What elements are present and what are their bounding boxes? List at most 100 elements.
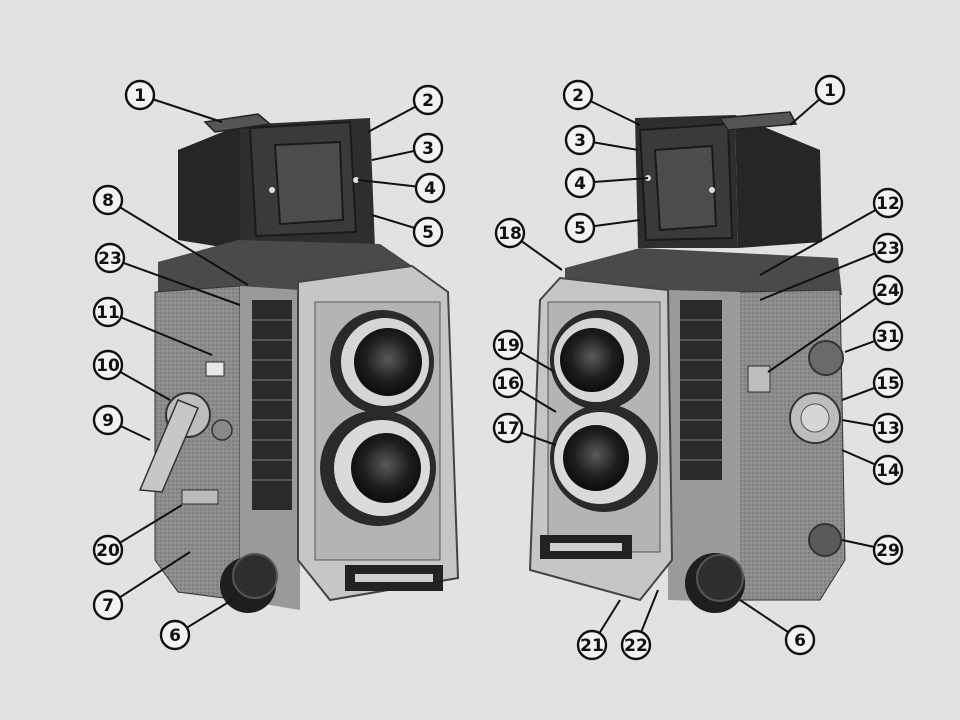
left-callout-ring [92, 296, 124, 328]
right-callout-leader [841, 539, 875, 549]
right-callout-number: 16 [496, 374, 520, 394]
left-callout-number: 10 [96, 356, 120, 376]
right-callout: 29 [841, 534, 904, 566]
right-bellows [680, 300, 722, 480]
right-taking-lens [563, 425, 629, 491]
right-callout-number: 3 [574, 131, 586, 151]
right-camera [528, 111, 846, 613]
right-callout-number: 24 [876, 281, 900, 301]
right-callout-ring [620, 629, 652, 661]
left-callout-ring [124, 79, 156, 111]
left-hood-side [178, 125, 240, 250]
left-callout: 4 [357, 172, 446, 204]
left-callout-ring [412, 132, 444, 164]
left-callout-number: 7 [102, 596, 114, 616]
left-callout: 23 [94, 242, 241, 306]
left-callout-leader [152, 98, 223, 123]
left-callout: 5 [371, 214, 444, 248]
right-callout-leader [520, 240, 563, 271]
right-callout: 14 [841, 449, 904, 486]
right-callout-leader [519, 389, 557, 413]
left-callout: 6 [159, 599, 233, 651]
right-callout-leader [593, 141, 639, 151]
left-hood-stud-left [269, 187, 275, 193]
left-callout-number: 6 [169, 626, 181, 646]
right-callout: 5 [564, 212, 641, 244]
right-hood-stud-right [709, 187, 715, 193]
right-callout-ring [494, 217, 526, 249]
right-callout-number: 6 [794, 631, 806, 651]
left-callout-leader [120, 425, 151, 441]
right-callout-leader [841, 419, 875, 427]
left-nameplate-text [355, 574, 433, 582]
left-callout-leader [371, 214, 415, 229]
right-callout: 12 [759, 187, 904, 276]
left-callout-ring [92, 349, 124, 381]
right-callout-number: 22 [624, 636, 648, 656]
right-lower-knob [808, 523, 842, 557]
right-callout-ring [872, 232, 904, 264]
right-callout-ring [492, 412, 524, 444]
right-callout-number: 14 [876, 461, 900, 481]
right-callout-leader [520, 431, 557, 446]
left-callout: 2 [367, 84, 444, 133]
left-callout-ring [92, 184, 124, 216]
right-callout-leader [640, 589, 659, 633]
left-callout: 7 [92, 551, 191, 621]
right-bellows-pleats [680, 319, 722, 461]
left-callout: 10 [92, 349, 171, 401]
right-callout-ring [564, 124, 596, 156]
left-callout-ring [414, 172, 446, 204]
right-hood-lid [718, 111, 798, 131]
right-callout-ring [562, 79, 594, 111]
right-callout-number: 12 [876, 194, 900, 214]
right-callout-ring [492, 367, 524, 399]
right-callout: 4 [564, 167, 649, 199]
right-focus-knob-face [696, 554, 744, 602]
right-callout: 1 [789, 74, 846, 126]
left-callout-ring [159, 619, 191, 651]
right-callout: 24 [767, 274, 904, 373]
right-callout-leader [789, 98, 821, 126]
right-callout-ring [872, 187, 904, 219]
right-callout-leader [593, 219, 641, 228]
left-callout: 8 [92, 184, 249, 286]
right-callout-ring [564, 167, 596, 199]
right-hood-side [735, 115, 822, 248]
right-callout-leader [519, 351, 556, 373]
right-callout-leader [759, 252, 876, 301]
right-hood-window [653, 144, 718, 232]
left-callout-leader [119, 206, 249, 286]
right-callout-number: 23 [876, 239, 900, 259]
right-callout-leader [598, 599, 621, 634]
right-callout-number: 13 [876, 419, 900, 439]
right-callout-number: 31 [876, 327, 900, 347]
right-callout-leader [844, 339, 876, 353]
left-callout-number: 11 [96, 303, 120, 323]
right-callout-ring [872, 534, 904, 566]
left-hood-window [273, 140, 345, 226]
right-callout-ring [784, 624, 816, 656]
left-hood-stud-right [353, 177, 359, 183]
left-bellows [252, 300, 292, 510]
left-focus-knob-face [232, 553, 278, 599]
right-viewing-lens [560, 328, 624, 392]
right-callout-number: 4 [574, 174, 586, 194]
right-callout-leader [767, 297, 878, 373]
right-callout-leader [759, 208, 877, 276]
right-callout-ring [872, 320, 904, 352]
left-crank-lever [138, 399, 199, 493]
left-camera [138, 113, 460, 613]
right-callout: 6 [739, 599, 816, 656]
left-callout-number: 3 [422, 139, 434, 159]
left-callout-ring [94, 242, 126, 274]
right-callout: 17 [492, 412, 557, 446]
right-callout-number: 15 [876, 374, 900, 394]
right-callout-number: 5 [574, 219, 586, 239]
right-callout-ring [576, 629, 608, 661]
left-callout-leader [120, 316, 213, 356]
left-callout-number: 20 [96, 541, 120, 561]
right-callout-leader [841, 386, 876, 401]
left-callout: 20 [92, 504, 183, 566]
